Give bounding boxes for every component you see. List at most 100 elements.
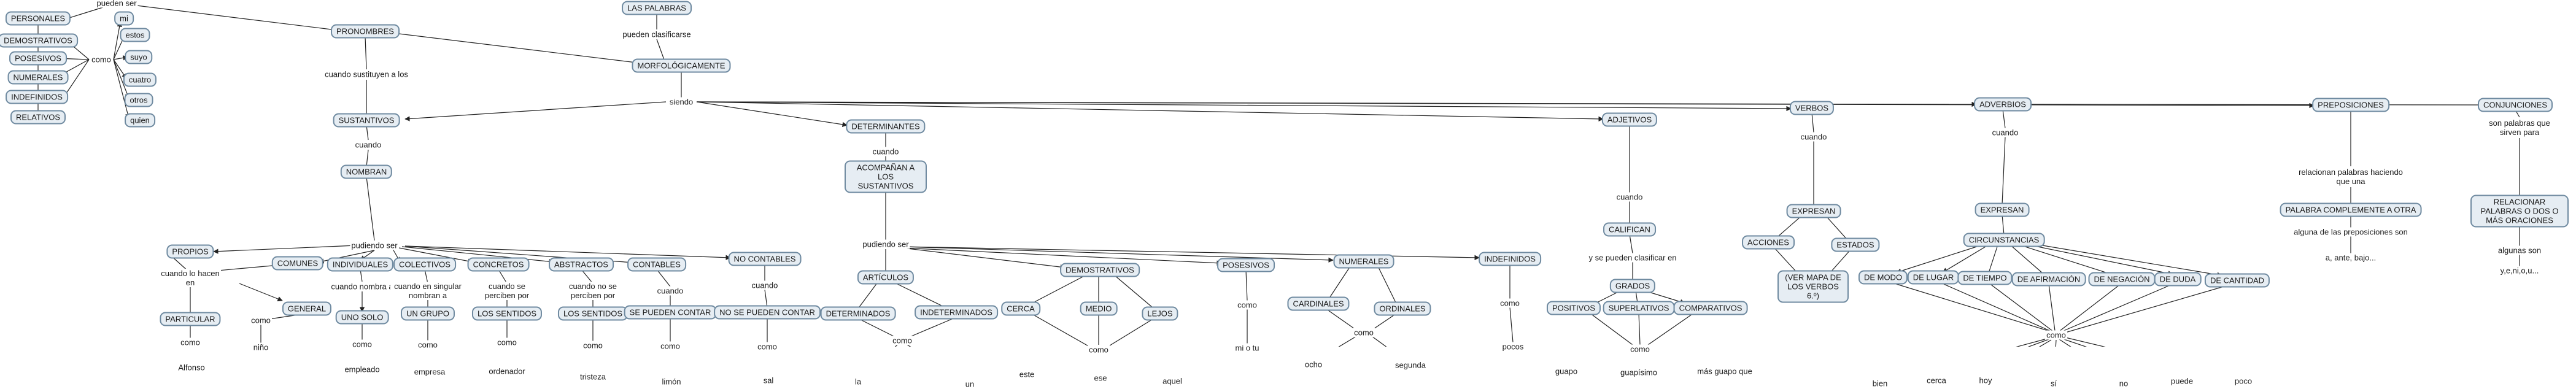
node-propios: PROPIOS [166,244,214,259]
node-abstractos: ABSTRACTOS [549,257,614,272]
node-las-palabras: LAS PALABRAS [622,1,692,15]
node-lejos: LEJOS [1142,306,1178,321]
label-como-indefinidos: como [1499,298,1521,308]
node-estados: ESTADOS [1831,237,1880,252]
label-cuando-adverbios: cuando [1990,128,2020,137]
connector-line [113,59,131,119]
label-cuando-determinantes: cuando [871,147,900,156]
label-alfonso: Alfonso [177,363,206,372]
node-los-sentidos-1: LOS SENTIDOS [471,306,543,321]
connector-line [656,39,665,62]
node-grados: GRADOS [1609,279,1656,293]
connector-line [1890,282,2051,332]
connector-line [424,269,428,284]
label-cuando-nombra: cuando nombra a [330,282,395,291]
node-det-posesivos: POSESIVOS [1217,258,1275,272]
node-det-demostrativos: DEMOSTRATIVOS [1060,263,1140,277]
connector-line [696,101,1792,112]
label-como-contar: como [659,341,681,351]
label-cuando-contables: cuando [656,286,685,296]
label-pueden-clasificarse: pueden clasificarse [621,29,692,39]
connector-line [696,101,848,127]
label-un: un [964,379,976,389]
connector-line [656,269,671,287]
node-pronombres: PRONOMBRES [331,24,400,39]
connector-line [116,2,332,30]
label-segunda: segunda [1394,360,1427,370]
node-relacionar-palabras: RELACIONAR PALABRAS O DOS O MÁS ORACIONE… [2470,194,2569,228]
label-mas-guapo-que: más guapo que [1696,366,1754,376]
label-ese: ese [1093,373,1108,383]
node-de-lugar: DE LUGAR [1907,270,1960,285]
connector-line [2062,338,2087,347]
label-guapisimo: guapísimo [1619,368,1658,377]
node-de-tiempo: DE TIEMPO [1957,271,2013,285]
node-demostrativos: DEMOSTRATIVOS [0,33,78,48]
connector-line [2009,244,2044,275]
connector-line [1328,266,1351,299]
label-empleado: empleado [343,364,381,374]
label-ordenador: ordenador [487,366,527,376]
node-acciones: ACCIONES [1742,235,1795,250]
label-limon: limón [660,377,683,387]
node-no-se-pueden-contar: NO SE PUEDEN CONTAR [714,305,821,320]
connector-line [2062,283,2173,332]
connector-line [2027,339,2049,347]
node-individuales: INDIVIDUALES [327,257,394,272]
connector-line [1377,266,1397,304]
connector-line [404,101,667,121]
label-siendo: siendo [668,97,695,107]
connector-line [857,318,897,338]
node-det-numerales: NUMERALES [1333,254,1394,269]
node-morfologicamente: MORFOLÓGICAMENTE [632,58,731,73]
node-contables: CONTABLES [627,257,686,272]
connector-line [2065,337,2106,347]
node-circunstancias: CIRCUNSTANCIAS [1963,233,2045,247]
connector-line [1942,244,1989,273]
node-preposiciones: PREPOSICIONES [2312,98,2389,112]
connector-line [1509,307,1514,343]
connector-line [239,283,283,302]
label-cuando-verbos: cuando [1799,132,1828,142]
node-comparativos: COMPARATIVOS [1673,301,1748,315]
label-como-uno-solo: como [351,339,373,349]
node-de-negacion: DE NEGACIÓN [2088,272,2156,287]
node-comunes: COMUNES [271,256,324,271]
node-medio: MEDIO [1080,301,1118,316]
node-posesivos: POSESIVOS [9,51,67,66]
node-indefinidos: INDEFINIDOS [6,90,68,104]
label-como-grados: como [1629,344,1651,354]
node-det-indefinidos: INDEFINIDOS [1479,252,1541,266]
node-relativos: RELATIVOS [10,110,66,125]
connector-line [696,101,2315,109]
node-colectivos: COLECTIVOS [393,257,456,272]
node-se-pueden-contar: SE PUEDEN CONTAR [624,305,717,320]
node-ver-mapa-verbos: (VER MAPA DE LOS VERBOS 6.º) [1777,270,1849,303]
connector-line [2059,339,2071,347]
connector-line [1589,312,1633,345]
label-poco: poco [2233,376,2254,386]
label-cuando-sustantivos: cuando [354,140,383,150]
node-superlativos: SUPERLATIVOS [1603,301,1675,315]
connector-line [1776,215,1802,238]
connector-line [902,247,1222,266]
label-nino: niño [252,342,270,352]
connector-line [2016,338,2048,347]
label-cerca-adverbio: cerca [1925,376,1947,385]
connector-line [1371,313,1397,331]
connector-line [1638,312,1641,345]
label-como-grupo: como [417,340,439,350]
node-un-grupo: UN GRUPO [400,306,455,321]
connector-line [902,247,1066,270]
label-cuando-no-se-perciben: cuando no se perciben por [558,282,628,300]
connector-line [1825,215,1848,241]
connector-line [398,247,473,264]
node-de-cantidad: DE CANTIDAD [2204,273,2270,288]
connector-line [908,317,957,338]
connector-line [2002,109,2006,129]
node-concretos: CONCRETOS [467,257,530,272]
connector-line [581,269,594,284]
label-como-pronombres: como [90,55,112,64]
label-relacionan-palabras: relacionan palabras haciendo que una [2291,168,2410,186]
